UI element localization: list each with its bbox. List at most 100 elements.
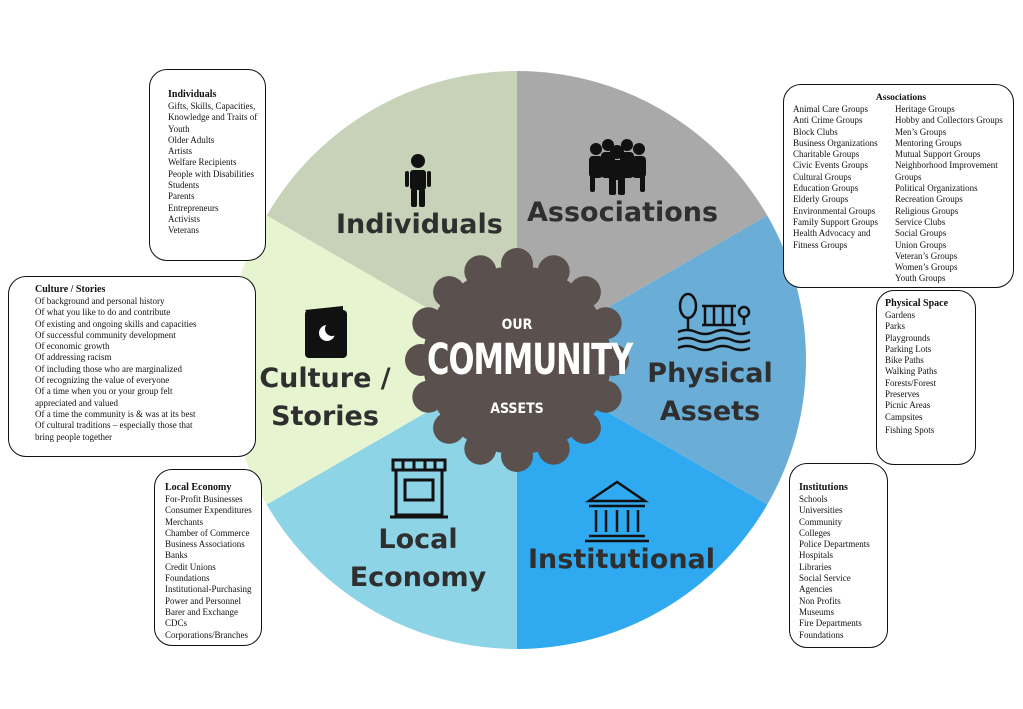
label-institutional: Institutional xyxy=(528,544,716,575)
label-local-line1: Local xyxy=(378,524,458,555)
center-community: COMMUNITY xyxy=(427,335,633,385)
list-item: Social Groups xyxy=(895,228,947,239)
person-icon xyxy=(405,154,431,207)
list-item: Activists xyxy=(168,213,201,224)
list-item: Block Clubs xyxy=(793,126,838,137)
list-item: Banks xyxy=(165,550,188,561)
list-item: Preserves xyxy=(885,389,920,400)
list-item: Civic Events Groups xyxy=(793,160,868,171)
physical-space-list: Gardens Parks Playgrounds Parking Lots B… xyxy=(885,310,975,436)
list-item: Merchants xyxy=(165,516,203,527)
culture-box-title: Culture / Stories xyxy=(35,284,106,295)
list-item: Mutual Support Groups xyxy=(895,149,981,160)
list-item: Playgrounds xyxy=(885,332,930,343)
segment-culture xyxy=(227,215,517,505)
list-item: Health Advocacy and xyxy=(793,228,871,239)
list-item: Veteran’s Groups xyxy=(895,250,958,261)
list-item: Police Departments xyxy=(799,539,870,550)
list-item: Of addressing racism xyxy=(35,352,112,363)
associations-list-col2: Heritage Groups Hobby and Collectors Gro… xyxy=(895,104,1013,285)
list-item: Picnic Areas xyxy=(885,400,931,411)
list-item: Fitness Groups xyxy=(793,239,848,250)
individuals-box: Individuals Gifts, Skills, Capacities, K… xyxy=(149,69,266,261)
list-item: Non Profits xyxy=(799,595,841,606)
list-item: Students xyxy=(168,180,200,191)
list-item: Walking Paths xyxy=(885,366,938,377)
list-item: Hobby and Collectors Groups xyxy=(895,115,1003,126)
list-item: Gardens xyxy=(885,310,915,320)
associations-list-col1: Animal Care Groups Anti Crime Groups Blo… xyxy=(793,104,893,251)
list-item: Environmental Groups xyxy=(793,205,876,216)
building-columns-icon xyxy=(584,480,650,543)
label-individuals: Individuals xyxy=(336,209,503,240)
list-item: For-Profit Businesses xyxy=(165,494,243,504)
book-moon-icon xyxy=(305,306,347,358)
list-item: Credit Unions xyxy=(165,561,216,572)
list-item: Chamber of Commerce xyxy=(165,527,250,538)
list-item: Cultural Groups xyxy=(793,171,852,182)
center-assets: ASSETS xyxy=(490,401,544,417)
institutions-list: Schools Universities Community Colleges … xyxy=(799,494,887,641)
list-item: Fishing Spots xyxy=(885,424,935,435)
list-item: Union Groups xyxy=(895,239,947,250)
list-item: Of a time when you or your group felt xyxy=(35,386,173,397)
list-item: People with Disabilities xyxy=(168,168,254,179)
list-item: Parks xyxy=(885,321,905,332)
associations-box-title: Associations xyxy=(875,93,927,103)
list-item: Gifts, Skills, Capacities, xyxy=(168,101,256,111)
local-economy-box-title: Local Economy xyxy=(165,482,232,493)
list-item: Business Organizations xyxy=(793,137,878,148)
list-item: Agencies xyxy=(799,584,833,595)
list-item: Knowledge and Traits of xyxy=(168,112,258,123)
group-icon xyxy=(589,139,646,195)
label-culture-line2: Stories xyxy=(271,401,379,432)
list-item: Elderly Groups xyxy=(793,194,849,205)
list-item: Of including those who are marginalized xyxy=(35,363,183,374)
community-hub xyxy=(405,248,629,472)
list-item: Parents xyxy=(168,191,195,202)
list-item: Groups xyxy=(895,171,922,182)
list-item: Libraries xyxy=(799,561,832,572)
institutions-box: Institutions Schools Universities Commun… xyxy=(789,463,888,648)
list-item: Fire Departments xyxy=(799,618,862,629)
list-item: Business Associations xyxy=(165,539,245,550)
label-physical-line2: Assets xyxy=(659,396,761,427)
list-item: Recreation Groups xyxy=(895,194,963,205)
list-item: Of what you like to do and contribute xyxy=(35,307,171,318)
list-item: Of successful community development xyxy=(35,329,176,340)
label-culture-line1: Culture / xyxy=(259,363,391,394)
list-item: Mentoring Groups xyxy=(895,137,962,148)
list-item: Barer and Exchange xyxy=(165,606,238,617)
list-item: Of economic growth xyxy=(35,341,110,352)
culture-box: Culture / Stories Of background and pers… xyxy=(8,276,256,457)
institutions-box-title: Institutions xyxy=(799,482,848,493)
list-item: Power and Personnel xyxy=(165,595,241,606)
list-item: Veterans xyxy=(168,225,199,236)
culture-list: Of background and personal history Of wh… xyxy=(35,296,255,443)
list-item: Parking Lots xyxy=(885,343,932,354)
list-item: Social Service xyxy=(799,573,851,584)
list-item: Forests/Forest xyxy=(885,377,937,388)
physical-space-box: Physical Space Gardens Parks Playgrounds… xyxy=(876,290,976,465)
list-item: Community xyxy=(799,516,843,527)
list-item: Artists xyxy=(168,146,193,157)
center-our: OUR xyxy=(501,317,533,333)
list-item: Universities xyxy=(799,505,843,516)
label-physical-line1: Physical xyxy=(647,358,773,389)
associations-box: Associations Animal Care Groups Anti Cri… xyxy=(783,84,1014,288)
list-item: Women’s Groups xyxy=(895,262,958,273)
label-associations: Associations xyxy=(527,197,719,228)
list-item: appreciated and valued xyxy=(35,397,118,408)
list-item: Foundations xyxy=(799,629,844,640)
list-item: CDCs xyxy=(165,618,188,629)
list-item: Family Support Groups xyxy=(793,216,879,227)
list-item: Of background and personal history xyxy=(35,296,165,306)
individuals-list: Gifts, Skills, Capacities, Knowledge and… xyxy=(168,101,265,237)
list-item: Men’s Groups xyxy=(895,126,947,137)
list-item: Colleges xyxy=(799,527,831,538)
storefront-icon xyxy=(390,458,448,519)
list-item: Youth xyxy=(168,123,190,134)
list-item: Charitable Groups xyxy=(793,149,860,160)
list-item: Political Organizations xyxy=(895,183,978,194)
